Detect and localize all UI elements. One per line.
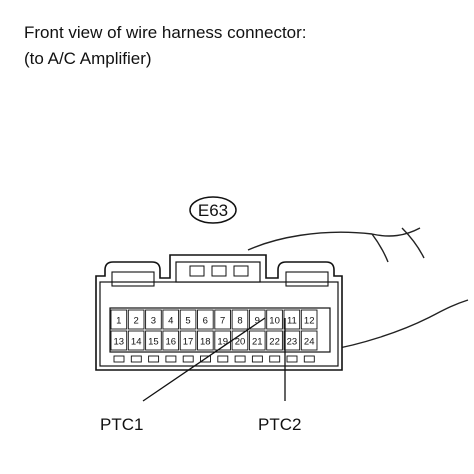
bottom-key — [148, 355, 160, 363]
callout-label-ptc2: PTC2 — [258, 415, 301, 434]
pin-number: 23 — [287, 337, 298, 348]
pin-number: 15 — [148, 337, 159, 348]
pin-cell — [266, 330, 283, 351]
caption-line-1: Front view of wire harness connector: — [24, 23, 307, 42]
pin-number: 16 — [166, 337, 177, 348]
pin-number: 4 — [168, 316, 173, 327]
bottom-key — [234, 355, 246, 363]
pin-cell — [179, 330, 197, 351]
bottom-key — [182, 355, 194, 363]
connector-id-ellipse — [189, 196, 237, 224]
pin-cell — [248, 309, 266, 330]
pin-number: 1 — [116, 316, 121, 327]
bottom-key — [217, 355, 229, 363]
pin-cell — [197, 330, 214, 351]
connector-id-label: E63 — [198, 201, 228, 220]
pin-cell — [127, 330, 145, 351]
pin-cell — [162, 309, 180, 330]
pin-number: 10 — [269, 316, 280, 327]
right-latch — [285, 271, 329, 287]
pin-cell — [127, 309, 145, 330]
pin-number: 22 — [269, 337, 280, 348]
bottom-key — [251, 355, 263, 363]
lock-tab-notch-2 — [211, 265, 227, 277]
pin-cell — [145, 330, 162, 351]
wire-harness-outline — [247, 227, 469, 351]
pin-number: 7 — [220, 316, 225, 327]
bottom-key — [286, 355, 298, 363]
pin-cell — [214, 309, 231, 330]
bottom-key — [165, 355, 177, 363]
pin-number: 13 — [114, 337, 125, 348]
pin-number: 11 — [287, 316, 297, 327]
lock-tab-notch-1 — [189, 265, 205, 277]
pin-number: 24 — [304, 337, 315, 348]
bottom-key — [200, 355, 211, 363]
pin-cell — [231, 309, 249, 330]
left-latch — [111, 271, 155, 287]
pin-cell — [197, 309, 214, 330]
caption-line-2: (to A/C Amplifier) — [24, 49, 152, 68]
terminal-area — [109, 307, 331, 353]
pin-cell — [300, 309, 318, 330]
pin-cell — [300, 330, 318, 351]
pin-cell — [214, 330, 231, 351]
pin-cell — [145, 309, 162, 330]
bottom-key — [269, 355, 281, 363]
lock-tab-notch-3 — [233, 265, 249, 277]
pin-number: 5 — [185, 316, 190, 327]
pin-number: 3 — [151, 316, 156, 327]
pin-cell — [179, 309, 197, 330]
pin-number: 17 — [183, 337, 194, 348]
pin-number: 8 — [237, 316, 242, 327]
pin-number: 19 — [217, 337, 228, 348]
pin-number: 18 — [200, 337, 211, 348]
pin-number: 21 — [252, 337, 263, 348]
pin-number: 2 — [134, 316, 139, 327]
lock-tab — [175, 261, 261, 283]
callout-line-ptc1 — [142, 317, 266, 402]
pin-number: 9 — [255, 316, 260, 327]
pin-number: 14 — [131, 337, 142, 348]
pin-cell — [162, 330, 180, 351]
pin-number: 6 — [203, 316, 208, 327]
bottom-key — [303, 355, 315, 363]
pin-number: 20 — [235, 337, 246, 348]
pin-cell — [248, 330, 266, 351]
pin-cell — [110, 309, 128, 330]
pin-number: 12 — [304, 316, 315, 327]
callout-label-ptc1: PTC1 — [100, 415, 143, 434]
bottom-key — [130, 355, 142, 363]
pin-cell — [266, 309, 283, 330]
bottom-key — [113, 355, 125, 363]
pin-cell — [110, 330, 128, 351]
bottom-keys — [113, 355, 315, 363]
pin-cell — [283, 330, 301, 351]
pin-cell — [283, 309, 301, 330]
